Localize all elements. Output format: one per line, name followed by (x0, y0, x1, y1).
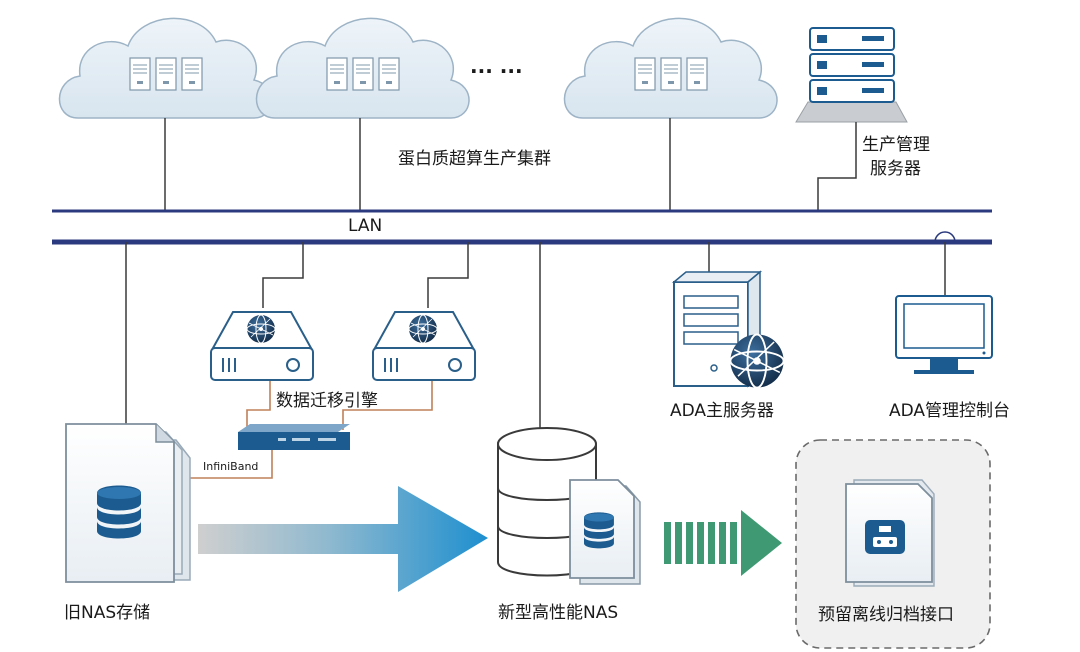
lan-connectors-top (164, 118, 857, 211)
production-mgmt-server-icon (795, 27, 908, 123)
new-nas-label: 新型高性能NAS (498, 603, 619, 623)
archive-arrow (664, 510, 782, 576)
cloud-cluster-2 (256, 18, 469, 118)
cluster-label: 蛋白质超算生产集群 (398, 149, 551, 169)
migration-arrow (198, 486, 488, 592)
mgmt-server-label-line2: 服务器 (870, 159, 921, 179)
migration-engine-label: 数据迁移引擎 (276, 391, 378, 411)
ada-console-label: ADA管理控制台 (889, 401, 1011, 421)
old-nas-storage-icon (65, 423, 191, 583)
cloud-cluster-3 (564, 18, 777, 118)
ada-main-server-label: ADA主服务器 (670, 401, 775, 421)
lan-connectors-bottom (125, 242, 946, 432)
migration-engine-1-icon (211, 312, 313, 380)
ada-main-server-icon (671, 270, 785, 389)
archive-interface-label: 预留离线归档接口 (818, 605, 954, 625)
archive-interface-frame (795, 439, 991, 649)
cloud-cluster-1 (59, 18, 272, 118)
infiniband-switch-icon (238, 424, 350, 450)
cluster-dots: ··· ··· (470, 59, 523, 83)
infiniband-links (190, 381, 433, 479)
lan-label: LAN (348, 216, 383, 236)
migration-engine-2-icon (373, 312, 475, 380)
mgmt-server-label-line1: 生产管理 (862, 135, 930, 155)
infiniband-label: InfiniBand (203, 460, 259, 473)
ada-console-monitor-icon (895, 295, 993, 374)
old-nas-label: 旧NAS存储 (64, 603, 151, 623)
new-nas-icon (497, 427, 641, 585)
lan-bus (52, 209, 992, 245)
